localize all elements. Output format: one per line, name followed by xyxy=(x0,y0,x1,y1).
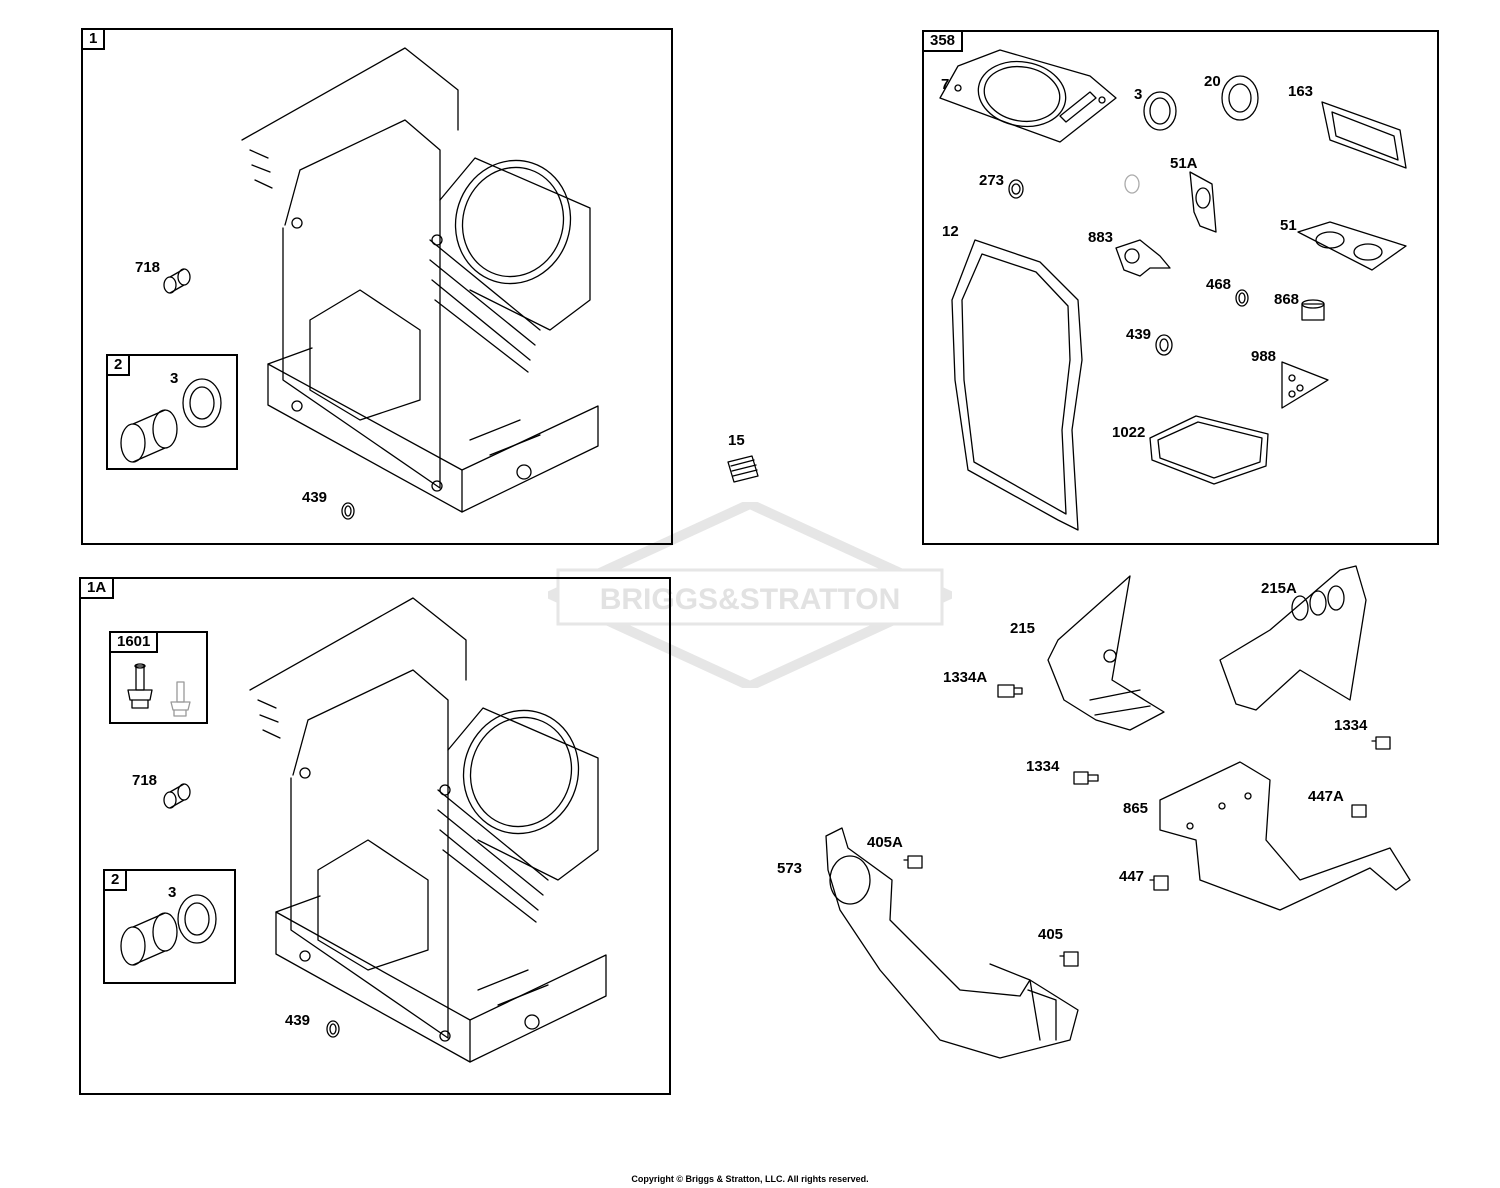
subkit-tag-2-1a[interactable]: 2 xyxy=(103,869,128,891)
label-163: 163 xyxy=(1288,83,1314,100)
bolt-1334-right[interactable] xyxy=(1371,736,1391,750)
subkit-tag-2[interactable]: 2 xyxy=(106,354,131,376)
label-718: 718 xyxy=(135,259,161,276)
subkit-tag-1601[interactable]: 1601 xyxy=(109,631,159,653)
label-3: 3 xyxy=(170,370,179,387)
washer-439[interactable] xyxy=(341,502,355,520)
label-273: 273 xyxy=(979,172,1005,189)
washer-ghost xyxy=(1124,174,1140,194)
label-405: 405 xyxy=(1038,926,1064,943)
copyright-notice: Copyright © Briggs & Stratton, LLC. All … xyxy=(631,1174,869,1184)
washer-468[interactable] xyxy=(1235,289,1249,307)
label-15: 15 xyxy=(728,432,745,449)
shield-865[interactable] xyxy=(1159,761,1411,911)
label-12: 12 xyxy=(942,223,959,240)
oil-seal-20[interactable] xyxy=(1221,75,1259,121)
gasket-883[interactable] xyxy=(1115,239,1171,277)
subkit-box-1601: 1601 xyxy=(109,631,208,724)
kit-tag-1a[interactable]: 1A xyxy=(79,577,115,599)
valve-seal-3[interactable] xyxy=(1143,91,1177,131)
gasket-51a[interactable] xyxy=(1189,171,1217,233)
bolt-1601[interactable] xyxy=(127,663,153,709)
label-51: 51 xyxy=(1280,217,1297,234)
label-7: 7 xyxy=(941,76,950,93)
washer-439-358[interactable] xyxy=(1155,334,1173,356)
bushing-718[interactable] xyxy=(163,268,191,294)
label-215: 215 xyxy=(1010,620,1036,637)
label-883: 883 xyxy=(1088,229,1114,246)
label-405a: 405A xyxy=(867,834,903,851)
subkit-box-2: 2 xyxy=(106,354,238,470)
label-573: 573 xyxy=(777,860,803,877)
label-20: 20 xyxy=(1204,73,1221,90)
bearing-sleeve-2[interactable] xyxy=(120,409,178,463)
bolt-1334-left[interactable] xyxy=(1073,771,1099,785)
label-1334a: 1334A xyxy=(943,669,988,686)
label-1334-right: 1334 xyxy=(1334,717,1368,734)
crankcase-block-1a[interactable] xyxy=(249,597,607,1063)
kit-tag-358[interactable]: 358 xyxy=(922,30,964,52)
cover-gasket-163[interactable] xyxy=(1321,101,1407,169)
crankcase-block-1[interactable] xyxy=(241,47,599,513)
washer-439-1a[interactable] xyxy=(326,1020,340,1038)
label-447: 447 xyxy=(1119,868,1145,885)
label-3-358: 3 xyxy=(1134,86,1143,103)
bolt-447[interactable] xyxy=(1149,875,1169,891)
label-718-1a: 718 xyxy=(132,772,158,789)
bearing-sleeve-2-1a[interactable] xyxy=(120,912,178,966)
gasket-1022[interactable] xyxy=(1149,415,1269,485)
label-439-358: 439 xyxy=(1126,326,1152,343)
watermark-brand: BRIGGS&STRATTON xyxy=(600,583,901,616)
label-215a: 215A xyxy=(1261,580,1297,597)
bolt-1334a[interactable] xyxy=(997,684,1023,698)
briggs-stratton-watermark: BRIGGS&STRATTON xyxy=(548,502,952,688)
label-439: 439 xyxy=(302,489,328,506)
gasket-kit-box-358: 358 xyxy=(922,30,1439,545)
label-439-1a: 439 xyxy=(285,1012,311,1029)
valve-seal-868[interactable] xyxy=(1301,299,1325,321)
oil-seal-3[interactable] xyxy=(182,378,222,428)
fitting-15[interactable] xyxy=(727,455,759,483)
head-gasket-7[interactable] xyxy=(939,49,1117,143)
label-51a: 51A xyxy=(1170,155,1198,172)
label-468: 468 xyxy=(1206,276,1232,293)
bolt-405[interactable] xyxy=(1059,951,1079,967)
kit-box-1: 1 xyxy=(81,28,673,545)
bushing-718-1a[interactable] xyxy=(163,783,191,809)
label-868: 868 xyxy=(1274,291,1300,308)
kit-box-1a: 1A xyxy=(79,577,671,1095)
bolt-447a[interactable] xyxy=(1351,804,1367,818)
label-988: 988 xyxy=(1251,348,1277,365)
bolt-405a[interactable] xyxy=(903,855,923,869)
crankcase-gasket-12[interactable] xyxy=(951,239,1083,531)
gasket-51[interactable] xyxy=(1297,221,1407,271)
label-1022: 1022 xyxy=(1112,424,1146,441)
bolt-1601-ghost xyxy=(170,681,191,717)
bracket-215a[interactable] xyxy=(1219,565,1367,711)
oil-seal-3-1a[interactable] xyxy=(177,894,217,944)
shroud-573[interactable] xyxy=(825,827,1079,1059)
subkit-box-2-1a: 2 xyxy=(103,869,236,984)
kit-tag-1[interactable]: 1 xyxy=(81,28,106,50)
washer-273[interactable] xyxy=(1008,179,1024,199)
label-3-1a: 3 xyxy=(168,884,177,901)
label-1334-left: 1334 xyxy=(1026,758,1060,775)
label-447a: 447A xyxy=(1308,788,1344,805)
air-guide-215[interactable] xyxy=(1047,575,1165,731)
label-865: 865 xyxy=(1123,800,1149,817)
gasket-988[interactable] xyxy=(1281,361,1329,409)
